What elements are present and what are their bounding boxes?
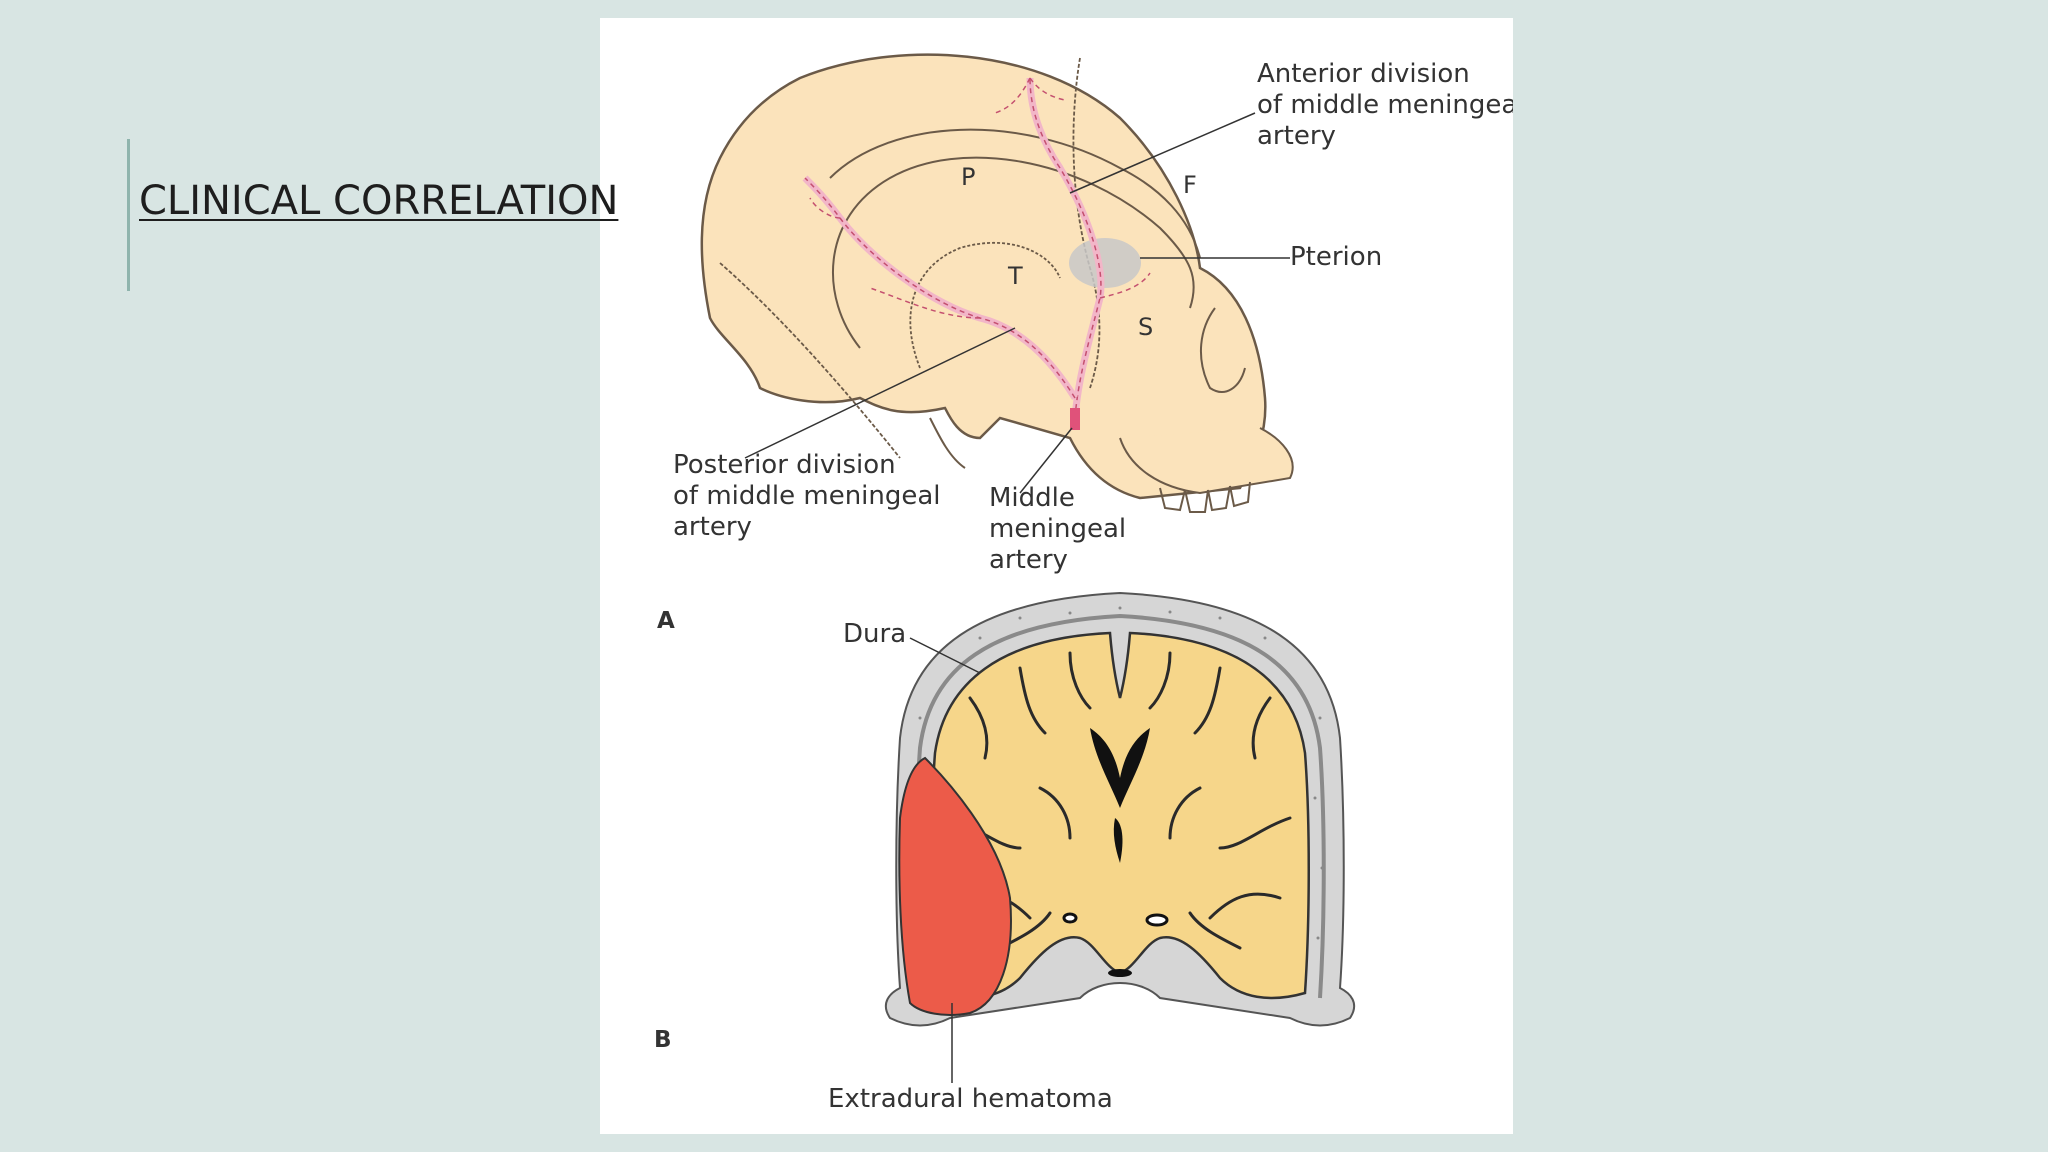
coronal-section: Dura Extradural hematoma B bbox=[654, 591, 1356, 1114]
extradural-hematoma bbox=[898, 756, 1012, 1016]
panel-letter-b: B bbox=[654, 1027, 672, 1053]
label-pterion: Pterion bbox=[1290, 242, 1382, 272]
leader-posterior bbox=[744, 327, 1016, 459]
mastoid bbox=[929, 417, 966, 469]
leader-middle bbox=[1019, 427, 1073, 494]
label-frontal: F bbox=[1183, 171, 1197, 199]
label-parietal: P bbox=[961, 163, 975, 191]
label-sphenoid: S bbox=[1138, 313, 1153, 341]
accent-line bbox=[127, 139, 130, 291]
fourth-ventricle bbox=[1108, 969, 1132, 977]
panel-letter-a: A bbox=[657, 608, 675, 634]
lateral-ventricles bbox=[1090, 728, 1150, 808]
temporal-horn-left bbox=[1062, 912, 1078, 924]
temporal-line-inferior bbox=[832, 156, 1195, 349]
label-temporal: T bbox=[1007, 262, 1023, 290]
label-anterior-division: Anterior division of middle meningeal ar… bbox=[1257, 59, 1513, 151]
brain bbox=[930, 631, 1310, 1000]
anatomy-diagram: P F T S Anterior division of middle meni… bbox=[654, 53, 1513, 1114]
temporal-horn-right bbox=[1145, 913, 1169, 927]
maxilla bbox=[1119, 427, 1294, 495]
temporal-line-superior bbox=[829, 128, 1201, 259]
slide-title: CLINICAL CORRELATION bbox=[139, 178, 619, 224]
skull-lateral-view: P F T S Anterior division of middle meni… bbox=[657, 53, 1513, 634]
third-ventricle bbox=[1113, 818, 1123, 863]
leader-dura bbox=[909, 637, 981, 674]
posterior-division-artery bbox=[802, 175, 1078, 400]
figure-panel: P F T S Anterior division of middle meni… bbox=[600, 18, 1513, 1134]
anterior-branch-3 bbox=[1099, 272, 1151, 299]
leader-anterior bbox=[1069, 112, 1256, 194]
posterior-branch-2 bbox=[809, 197, 981, 319]
middle-meningeal-artery bbox=[802, 77, 1151, 430]
label-extradural-hematoma: Extradural hematoma bbox=[828, 1084, 1113, 1114]
teeth bbox=[1159, 481, 1251, 513]
label-dura: Dura bbox=[843, 619, 906, 649]
middle-meningeal-trunk bbox=[1070, 408, 1080, 430]
label-middle-meningeal: Middle meningeal artery bbox=[989, 483, 1134, 575]
squamous-suture bbox=[909, 241, 1061, 369]
orbit bbox=[1199, 307, 1246, 393]
skull-outline bbox=[700, 53, 1267, 500]
lambdoid-suture bbox=[719, 262, 901, 459]
pterion-area bbox=[1069, 238, 1141, 288]
anterior-branch-2 bbox=[994, 77, 1066, 114]
anterior-division-artery-dash bbox=[1029, 77, 1102, 419]
label-posterior-division: Posterior division of middle meningeal a… bbox=[673, 450, 949, 542]
